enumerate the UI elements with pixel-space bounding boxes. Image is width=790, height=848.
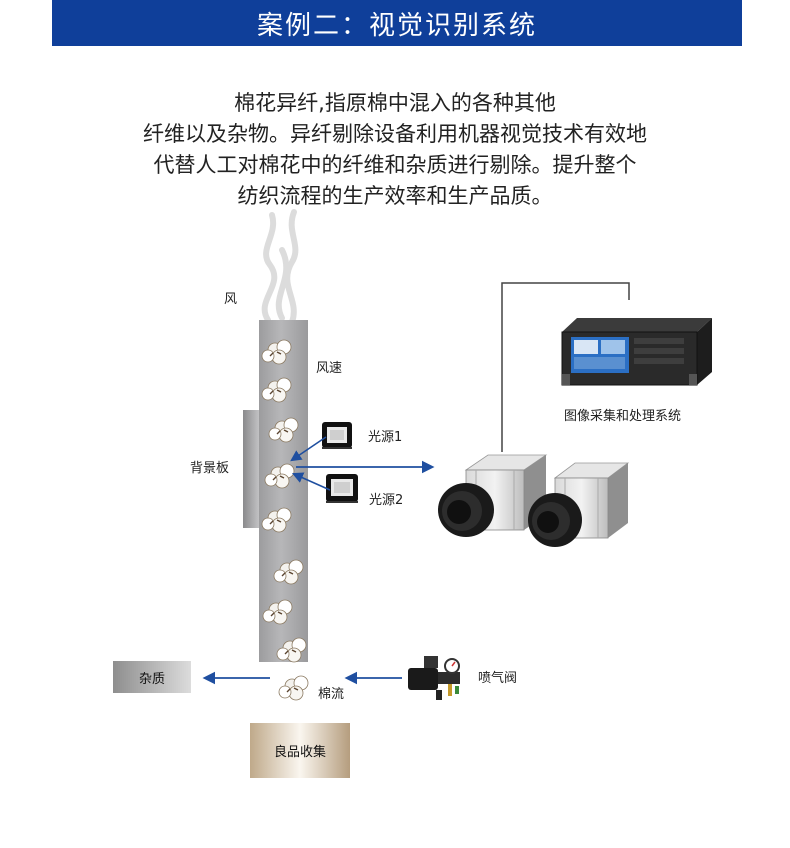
processing-system-label: 图像采集和处理系统 xyxy=(564,409,682,424)
background-board xyxy=(243,410,261,528)
wind-smoke xyxy=(261,209,299,325)
wind-speed-label: 风速 xyxy=(316,361,343,376)
wind-label: 风 xyxy=(224,292,238,307)
light-source-1-label: 光源1 xyxy=(368,430,403,445)
image-processing-unit xyxy=(561,318,712,386)
intro-line-4: 纺织流程的生产效率和生产品质。 xyxy=(237,184,553,208)
light-source-1-icon xyxy=(322,422,352,449)
light-1-arrow xyxy=(290,436,327,462)
intro-text: 棉花异纤,指原棉中混入的各种其他 纤维以及杂物。异纤剔除设备利用机器视觉技术有效… xyxy=(60,88,730,212)
light-2-arrow xyxy=(291,472,331,491)
background-board-label: 背景板 xyxy=(190,461,230,476)
camera-connection-line xyxy=(501,282,630,452)
good-collection-label: 良品收集 xyxy=(273,745,326,760)
impurity-bin xyxy=(113,661,191,693)
air-valve-label: 喷气阀 xyxy=(478,671,518,686)
light-source-2-icon xyxy=(326,474,358,503)
camera-2-icon xyxy=(528,462,630,547)
good-product-bin xyxy=(250,723,350,778)
intro-line-2: 纤维以及杂物。异纤剔除设备利用机器视觉技术有效地 xyxy=(143,122,647,146)
header-bar: 案例二：视觉识别系统 xyxy=(52,0,742,46)
intro-line-1: 棉花异纤,指原棉中混入的各种其他 xyxy=(234,91,556,115)
light-source-2-label: 光源2 xyxy=(369,493,404,508)
intro-line-3: 代替人工对棉花中的纤维和杂质进行剔除。提升整个 xyxy=(153,153,637,177)
impurity-label: 杂质 xyxy=(138,671,165,687)
air-valve-icon xyxy=(408,656,460,700)
cotton-flow-label: 棉流 xyxy=(318,687,345,702)
page-title: 案例二：视觉识别系统 xyxy=(256,10,537,41)
